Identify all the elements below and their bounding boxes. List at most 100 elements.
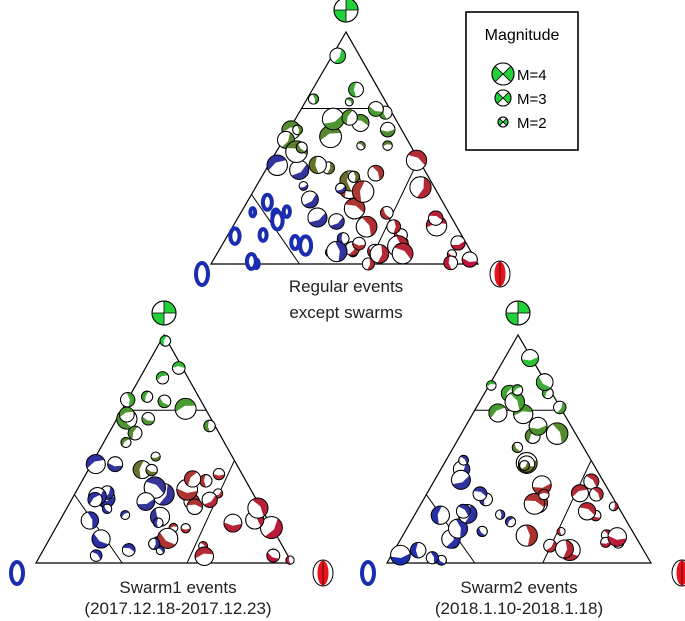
event-beachball-icon	[152, 517, 164, 529]
reverse-fault-beachball-icon	[194, 261, 210, 287]
event-beachball-icon	[223, 513, 243, 533]
panels-layer	[9, 0, 685, 587]
event-beachball-icon	[85, 454, 106, 475]
normal-fault-beachball-icon	[312, 559, 334, 587]
event-beachball-icon	[159, 335, 172, 347]
event-beachball-icon	[341, 109, 358, 126]
legend-label-m4: M=4	[517, 67, 547, 84]
event-beachball-icon	[461, 251, 478, 268]
legend-title: Magnitude	[485, 27, 560, 44]
event-beachball-icon	[335, 182, 347, 194]
magnitude-3-beachball-icon	[494, 89, 512, 107]
event-beachball-icon	[180, 523, 191, 534]
event-beachball-icon	[535, 373, 554, 391]
legend-box	[465, 11, 579, 151]
event-beachball-icon	[121, 543, 136, 557]
event-beachball-icon	[118, 406, 135, 423]
event-beachball-icon	[107, 456, 124, 473]
event-beachball-icon	[319, 125, 342, 149]
event-beachball-icon	[347, 170, 360, 183]
event-beachball-icon	[101, 503, 113, 514]
caption-regular-line2: except swarms	[289, 303, 402, 322]
event-beachball-icon	[89, 549, 103, 562]
event-beachball-icon	[409, 541, 427, 559]
event-beachball-icon	[571, 484, 589, 503]
event-beachball-icon	[292, 124, 303, 136]
event-beachball-icon	[430, 505, 450, 525]
event-beachball-icon	[174, 397, 197, 420]
event-beachball-icon	[356, 141, 366, 151]
magnitude-2-beachball-icon	[497, 116, 509, 128]
event-beachball-icon	[203, 419, 216, 433]
event-beachball-icon	[141, 412, 155, 426]
event-beachball-icon	[578, 502, 597, 521]
event-beachball-icon	[120, 437, 132, 448]
event-beachball-icon	[201, 491, 218, 508]
ternary-triangle	[209, 30, 480, 265]
event-beachball-icon	[348, 81, 364, 98]
event-beachball-icon	[367, 164, 385, 182]
event-beachball-icon	[298, 181, 309, 191]
event-beachball-icon	[495, 509, 506, 520]
event-beachball-icon	[425, 551, 439, 565]
normal-fault-beachball-icon	[671, 559, 685, 587]
event-beachball-icon	[355, 215, 378, 238]
event-beachball-icon	[148, 537, 161, 550]
event-beachball-icon	[199, 474, 213, 488]
event-beachball-icon	[405, 149, 428, 171]
event-beachball-icon	[515, 524, 538, 547]
strike-slip-beachball-icon	[151, 300, 177, 326]
event-beachball-icon	[157, 527, 179, 549]
event-beachball-icon	[505, 516, 517, 528]
ternary-panel-swarm2	[360, 300, 685, 587]
event-beachball-icon	[127, 425, 143, 441]
caption-swarm1-line2: (2017.12.18-2017.12.23)	[84, 599, 271, 618]
event-beachball-icon	[150, 451, 161, 462]
event-beachball-icon	[260, 192, 274, 212]
reverse-fault-beachball-icon	[360, 560, 376, 586]
event-beachball-icon	[328, 213, 345, 230]
event-beachball-icon	[289, 159, 310, 180]
event-beachball-icon	[321, 107, 345, 131]
event-beachball-icon	[352, 236, 366, 251]
event-beachball-icon	[80, 511, 99, 530]
event-beachball-icon	[145, 463, 158, 477]
event-beachball-icon	[244, 251, 258, 271]
event-beachball-icon	[326, 240, 348, 263]
magnitude-4-beachball-icon	[491, 62, 515, 86]
event-beachball-icon	[228, 226, 242, 246]
event-beachball-icon	[143, 476, 166, 499]
event-beachball-icon	[458, 454, 469, 466]
event-beachball-icon	[556, 527, 566, 536]
reverse-fault-beachball-icon	[9, 560, 25, 586]
event-beachball-icon	[308, 155, 327, 174]
event-beachball-icon	[488, 403, 508, 423]
event-beachball-icon	[91, 529, 111, 549]
event-beachball-icon	[266, 548, 281, 563]
event-beachball-icon	[307, 93, 320, 105]
event-beachball-icon	[538, 488, 550, 501]
event-beachball-icon	[380, 121, 396, 138]
event-beachball-icon	[186, 498, 203, 515]
event-beachball-icon	[157, 394, 172, 409]
event-beachball-icon	[285, 555, 295, 565]
event-beachball-icon	[289, 233, 301, 251]
caption-swarm2-line1: Swarm2 events	[460, 578, 577, 597]
event-beachball-icon	[361, 257, 375, 271]
event-beachball-icon	[369, 244, 390, 264]
event-beachball-icon	[351, 180, 375, 203]
ternary-panel-swarm1	[9, 300, 334, 587]
event-beachball-icon	[270, 209, 285, 232]
event-beachball-icon	[172, 361, 186, 375]
event-beachball-icon	[476, 525, 488, 537]
strike-slip-beachball-icon	[333, 0, 359, 23]
event-beachball-icon	[380, 206, 394, 220]
event-beachball-icon	[87, 492, 103, 508]
event-beachball-icon	[307, 207, 328, 228]
event-beachball-icon	[511, 384, 524, 396]
event-beachball-icon	[212, 467, 226, 481]
event-beachball-icon	[155, 371, 170, 385]
event-beachball-icon	[455, 503, 471, 519]
event-beachball-icon	[486, 380, 497, 391]
